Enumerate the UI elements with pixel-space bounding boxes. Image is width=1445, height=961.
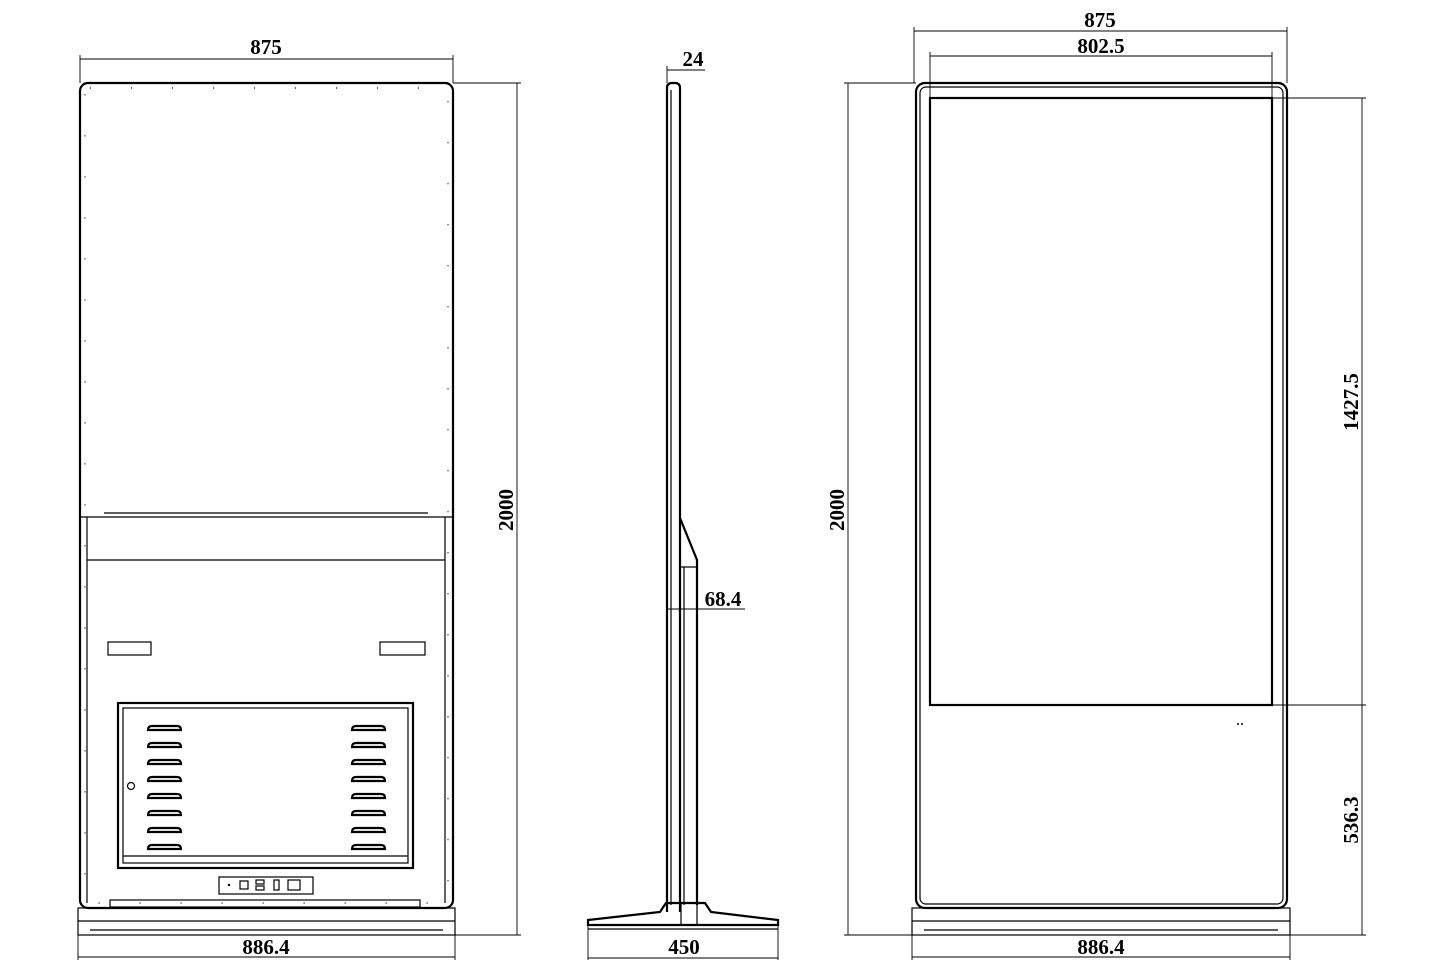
side-view: 24 68.4 450 [586,47,780,960]
front-view: 875 802.5 2000 1427.5 536.3 886.4 [825,8,1366,960]
front-height-label: 2000 [825,489,849,531]
rear-vents [146,724,387,851]
side-base [586,901,780,927]
rear-view: 875 2000 886.4 [77,35,521,960]
side-panel-depth-label: 24 [683,47,705,71]
rear-width-base-label: 886.4 [242,935,290,959]
vent-slot [350,741,387,749]
rear-height-label: 2000 [494,489,518,531]
vent-slot [146,775,183,783]
vent-slot [350,843,387,851]
rear-width-top-label: 875 [250,35,282,59]
vent-slot [350,792,387,800]
front-screen [928,96,1274,707]
vent-slot [350,809,387,817]
vent-slot [350,775,387,783]
vent-slot [146,724,183,732]
side-base-depth-label: 450 [668,935,700,959]
side-bracket [678,517,699,905]
rear-service-cover [116,701,415,870]
vent-slot [146,843,183,851]
side-body-depth-label: 68.4 [705,587,742,611]
vent-slot [146,826,183,834]
vent-slot [146,809,183,817]
front-width-top-label: 875 [1084,8,1116,32]
vent-slot [350,826,387,834]
rear-io-panel [218,876,314,895]
rear-lock-icon [126,781,136,791]
vent-slot [146,792,183,800]
vent-slot [350,724,387,732]
rear-label-left [107,641,152,656]
front-screen-width-label: 802.5 [1077,34,1124,58]
side-panel [665,81,682,912]
front-screen-height-label: 1427.5 [1339,373,1363,431]
rear-label-right [379,641,426,656]
front-frame [914,81,1289,910]
vent-slot [350,758,387,766]
vent-slot [146,758,183,766]
front-lower-height-label: 536.3 [1339,796,1363,843]
front-width-base-label: 886.4 [1077,935,1125,959]
vent-slot [146,741,183,749]
rear-frame [78,81,455,910]
